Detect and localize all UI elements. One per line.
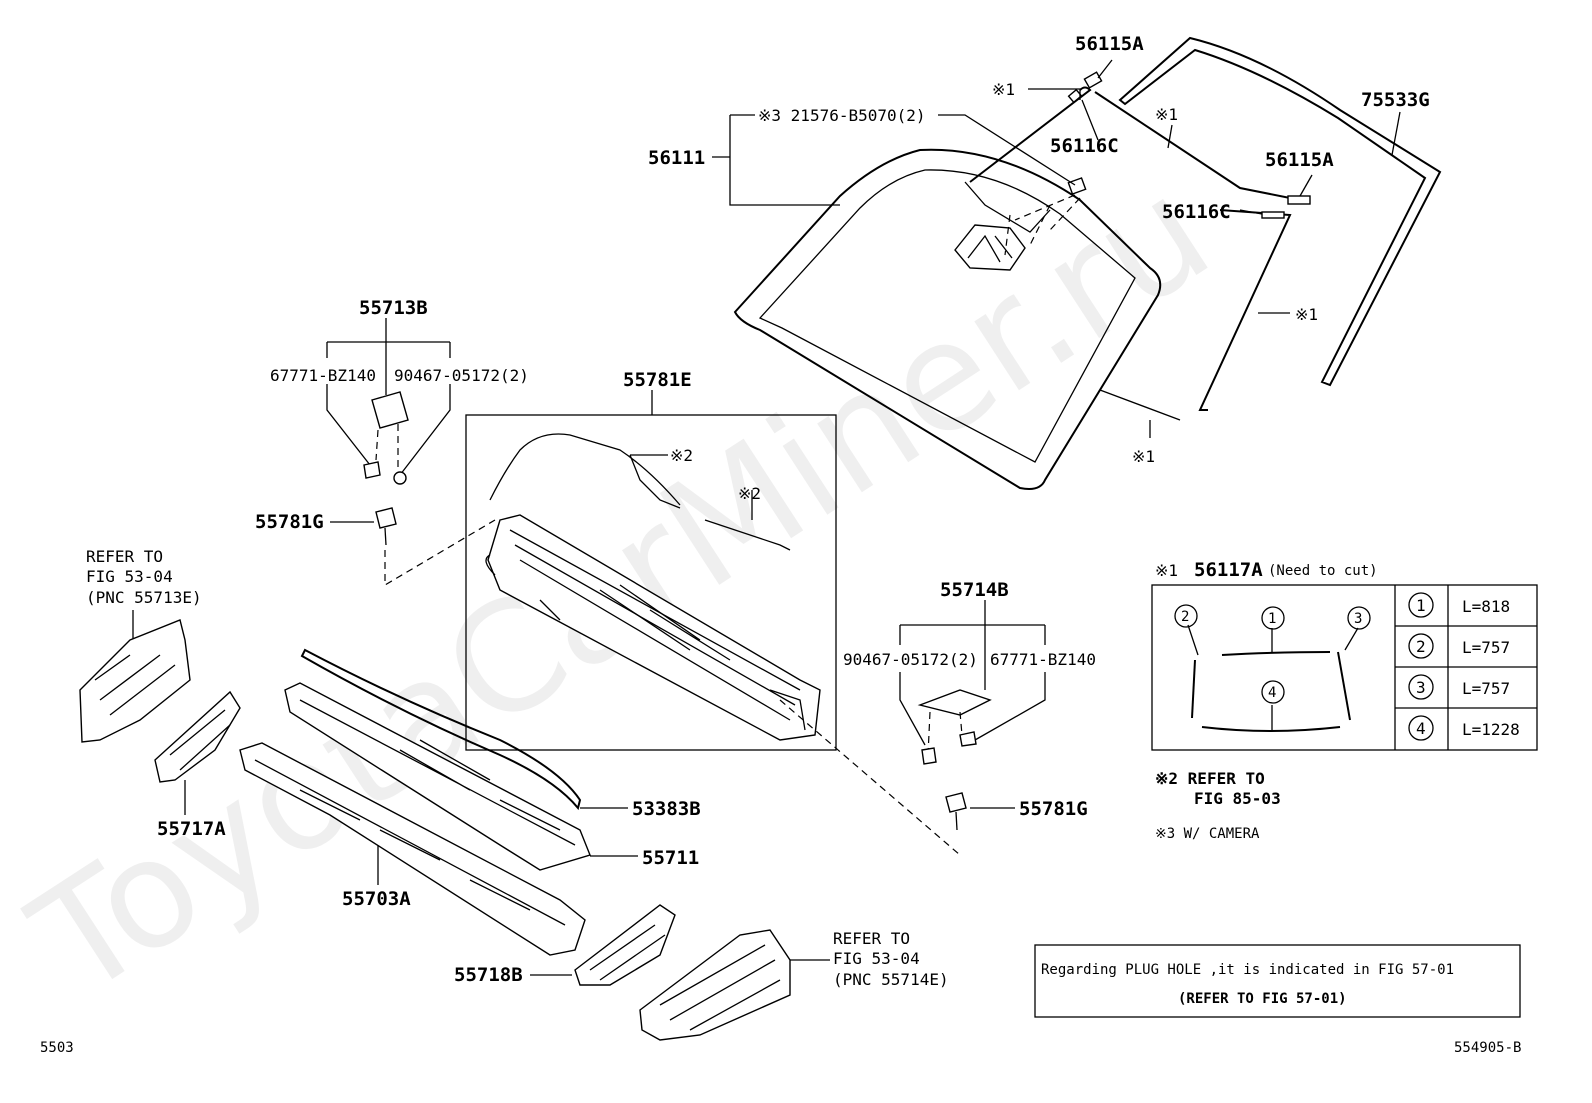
note-3: ※3 W/ CAMERA [1155,826,1260,842]
side-panel-55714E [639,929,791,1041]
callout-55781E: 55781E [623,369,692,391]
illustration-code: 554905-B [1454,1040,1521,1056]
clip-56116C-top [1067,88,1083,104]
cowl-panel-55711 [284,682,591,871]
legend-part: 56117A [1194,559,1263,581]
bracket-55714B [917,689,992,716]
callout-21576-B5070: ※3 21576-B5070(2) [758,106,926,125]
plug-hole-note-line2: (REFER TO FIG 57-01) [1178,991,1347,1007]
refer-left-line3: (PNC 55713E) [86,588,202,607]
refer-left-line1: REFER TO [86,547,163,566]
legend-row2-length: L=757 [1462,638,1510,657]
callout-56115A-top: 56115A [1075,33,1144,55]
callout-55718B: 55718B [454,964,523,986]
bracket-55713B [371,391,409,429]
callout-67771-BZ140-right: 67771-BZ140 [990,650,1096,669]
note-2-a: ※2 [670,446,693,465]
callout-56116C-top: 56116C [1050,135,1119,157]
note-1-mid: ※1 [1155,105,1178,124]
legend-diagram-label-4: 4 [1268,685,1276,701]
camera-bracket-screw [1067,177,1087,195]
note-1-bottom: ※1 [1132,447,1155,466]
note-2-line2: FIG 85-03 [1194,789,1281,808]
legend-note: (Need to cut) [1268,563,1378,579]
callout-67771-BZ140-left: 67771-BZ140 [270,366,376,385]
legend-row3-length: L=757 [1462,679,1510,698]
callout-55714B: 55714B [940,579,1009,601]
callout-56111: 56111 [648,147,705,169]
refer-right-line2: FIG 53-04 [833,949,920,968]
callout-55713B: 55713B [359,297,428,319]
legend-row4-length: L=1228 [1462,720,1520,739]
legend-row2-num: 2 [1416,637,1426,656]
legend-row1-num: 1 [1416,596,1426,615]
note-1-right: ※1 [1295,305,1318,324]
callout-75533G: 75533G [1361,89,1430,111]
callout-55781G-left: 55781G [255,511,324,533]
note-2-line1: ※2 REFER TO [1155,769,1265,788]
callout-55717A: 55717A [157,818,226,840]
seal-53383B [300,648,582,811]
callout-56116C-right: 56116C [1162,201,1231,223]
callout-56115A-right: 56115A [1265,149,1334,171]
note-2-b: ※2 [738,484,761,503]
grommet-55781G-left [375,507,397,529]
callout-55703A: 55703A [342,888,411,910]
clip-67771-left [363,461,381,479]
callout-53383B: 53383B [632,798,701,820]
legend-diagram-label-2: 2 [1181,609,1189,625]
plug-hole-note-line1: Regarding PLUG HOLE ,it is indicated in … [1041,962,1454,978]
clip-67771-right [959,731,977,747]
callout-90467-05172-left: 90467-05172(2) [394,366,529,385]
grommet-55781G-right [945,792,967,813]
legend-diagram-label-3: 3 [1354,611,1362,627]
nut-90467-right [921,747,937,765]
cowl-panel-55703A [239,742,586,956]
box-55781E [465,414,837,751]
clip-56115A-right [1287,195,1311,205]
legend-row4-num: 4 [1416,719,1426,738]
windshield-glass [733,148,1162,490]
clip-56116C-right [1261,211,1285,219]
callout-55781G-right: 55781G [1019,798,1088,820]
legend-diagram-label-1: 1 [1268,611,1276,627]
legend-56117A: ※1 56117A (Need to cut) 2 1 3 4 1 2 3 4 … [1151,559,1538,751]
page-code: 5503 [40,1040,74,1056]
side-panel-55713E [79,619,191,743]
legend-mark: ※1 [1155,561,1178,580]
note-1-top: ※1 [992,80,1015,99]
refer-left-line2: FIG 53-04 [86,567,173,586]
clip-56115A-top [1083,71,1103,89]
cowl-top-panel-55781E [485,514,821,741]
refer-right-line3: (PNC 55714E) [833,970,949,989]
nut-90467-left [393,471,407,485]
legend-row3-num: 3 [1416,678,1426,697]
legend-row1-length: L=818 [1462,597,1510,616]
callout-90467-05172-right: 90467-05172(2) [843,650,978,669]
callout-55711: 55711 [642,847,699,869]
refer-right-line1: REFER TO [833,929,910,948]
plug-hole-note-box [1034,944,1521,1018]
